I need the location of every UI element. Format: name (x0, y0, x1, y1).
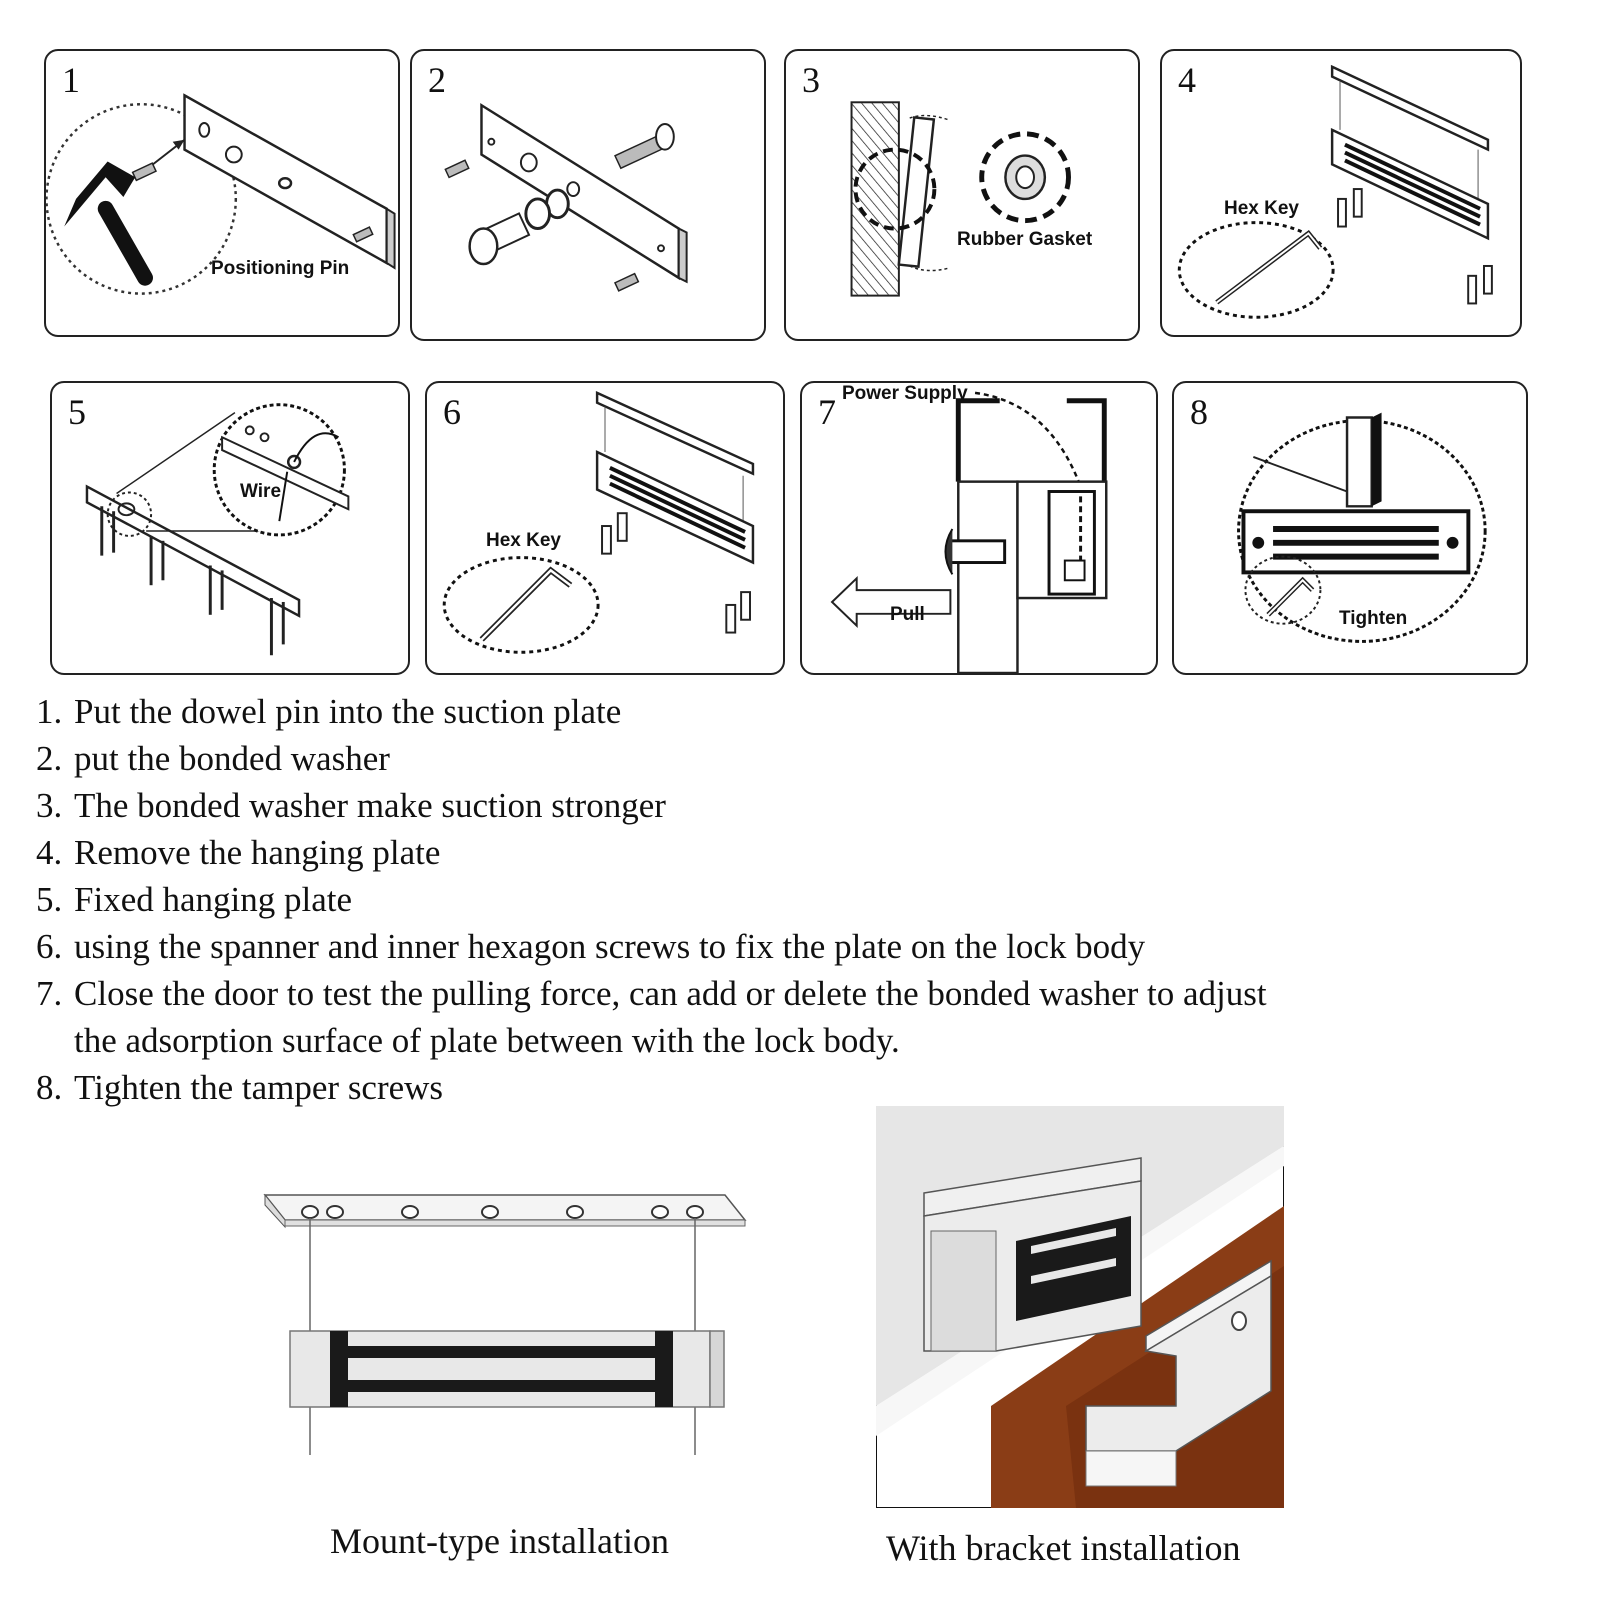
remove-hanging-plate-illustration (1177, 64, 1493, 319)
step-number: 3 (802, 60, 820, 100)
tighten-label: Tighten (1339, 608, 1408, 629)
step-item-text: The bonded washer make suction stronger (74, 786, 666, 825)
wire-label: Wire (240, 481, 282, 502)
step-item-text: Close the door to test the pulling force… (74, 974, 1267, 1060)
step-item-text: put the bonded washer (74, 739, 390, 778)
step-item-number: 8. (36, 1068, 63, 1107)
step-item: 8. Tighten the tamper screws (36, 1064, 1336, 1111)
bracket-installation-caption: With bracket installation (886, 1528, 1241, 1568)
step-item-number: 5. (36, 880, 63, 919)
step-item: 7. Close the door to test the pulling for… (36, 970, 1304, 1064)
step-panel-1: 1 Positioning Pin (44, 49, 400, 337)
step-item-text: using the spanner and inner hexagon scre… (74, 927, 1146, 966)
mount-type-illustration (263, 1193, 747, 1455)
step-panel-6: 6 Hex Key (425, 381, 785, 675)
step-number: 2 (428, 60, 446, 100)
pull-test-illustration (830, 391, 1108, 673)
step-panel-2: 2 (410, 49, 766, 341)
step-item: 1. Put the dowel pin into the suction pla… (36, 688, 1336, 735)
step-number: 4 (1178, 60, 1196, 100)
hex-key-label: Hex Key (486, 530, 561, 551)
step-number: 5 (68, 392, 86, 432)
tighten-tamper-screws-illustration (1237, 412, 1487, 643)
step-item: 6. using the spanner and inner hexagon sc… (36, 923, 1336, 970)
rubber-gasket-illustration (850, 101, 1071, 297)
fixed-hanging-plate-illustration (85, 403, 350, 656)
step-item-text: Fixed hanging plate (74, 880, 353, 919)
step-number: 7 (818, 392, 836, 432)
step-number: 8 (1190, 392, 1208, 432)
hex-key-label: Hex Key (1224, 198, 1299, 219)
step-item-number: 2. (36, 739, 63, 778)
suction-plate-dowel-illustration (46, 93, 396, 295)
step-item-number: 6. (36, 927, 63, 966)
step-item-number: 3. (36, 786, 63, 825)
step-panel-4: 4 Hex Key (1160, 49, 1522, 337)
step-number: 6 (443, 392, 461, 432)
step-number: 1 (62, 60, 80, 100)
step-item-number: 7. (36, 974, 63, 1013)
step-item: 2. put the bonded washer (36, 735, 1336, 782)
step-item-number: 1. (36, 692, 63, 731)
step-item: 4. Remove the hanging plate (36, 829, 1336, 876)
fix-plate-hex-key-illustration (442, 390, 755, 654)
step-item-text: Remove the hanging plate (74, 833, 441, 872)
step-panel-5: 5 Wire (50, 381, 410, 675)
step-panel-3: 3 Rubber Gasket (784, 49, 1140, 341)
mount-type-caption: Mount-type installation (330, 1521, 669, 1561)
positioning-pin-label: Positioning Pin (211, 258, 350, 279)
pull-label: Pull (890, 604, 925, 625)
power-supply-label: Power Supply (842, 383, 968, 404)
step-panel-7: 7 Power Supply Pull (800, 381, 1158, 675)
step-panel-8: 8 Tighten (1172, 381, 1528, 675)
installation-steps-list: 1. Put the dowel pin into the suction pla… (36, 688, 1336, 1111)
step-item-number: 4. (36, 833, 63, 872)
rubber-gasket-label: Rubber Gasket (957, 229, 1093, 250)
bracket-installation-illustration (876, 1106, 1284, 1508)
step-item-text: Tighten the tamper screws (74, 1068, 444, 1107)
step-item: 3. The bonded washer make suction stronge… (36, 782, 1336, 829)
step-item-text: Put the dowel pin into the suction plate (74, 692, 622, 731)
step-item: 5. Fixed hanging plate (36, 876, 1336, 923)
bonded-washer-illustration (444, 103, 688, 292)
